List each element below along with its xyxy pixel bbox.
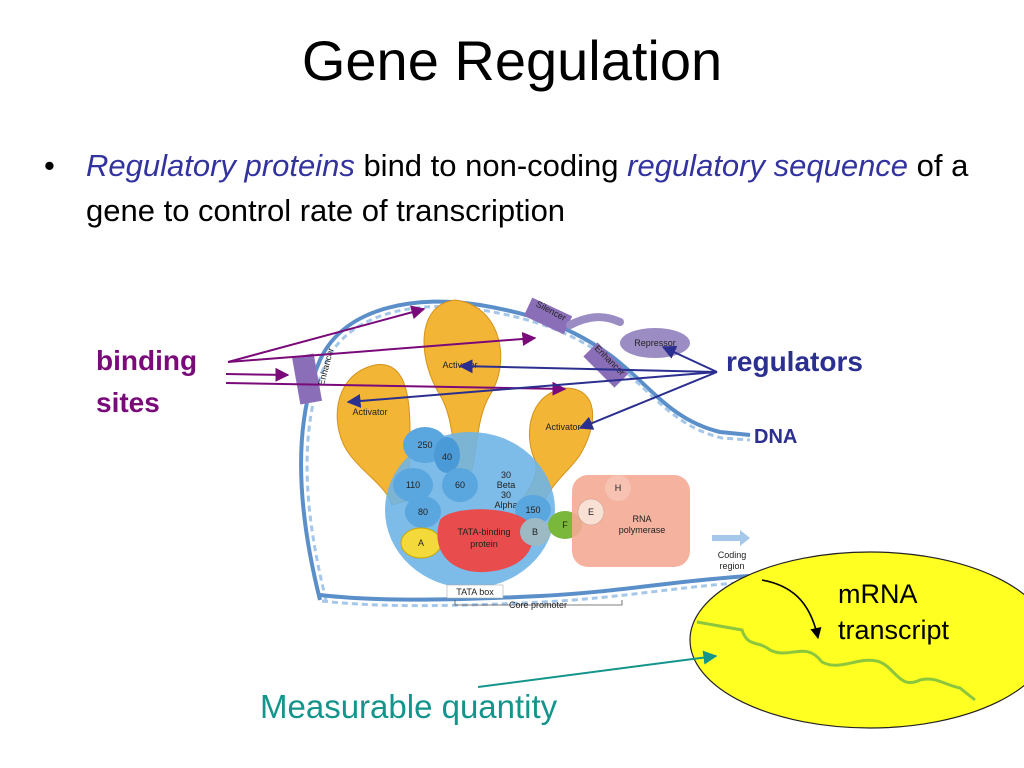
activator-right-label: Activator (545, 422, 580, 432)
factor-110 (393, 468, 433, 502)
factor-80-label: 80 (418, 507, 428, 517)
enhancer-right-region (583, 342, 629, 388)
binding-sites-line2: sites (96, 387, 160, 418)
factor-60-label: 60 (455, 480, 465, 490)
factor-40-label: 40 (442, 452, 452, 462)
bullet-text-end: of a gene to control rate of transcripti… (86, 148, 969, 228)
tata-box-region (446, 584, 504, 599)
factor-40 (434, 437, 460, 473)
factor-60 (442, 468, 478, 502)
slide-title: Gene Regulation (301, 29, 723, 92)
factor-a-label: A (418, 538, 424, 548)
repressor-label: Repressor (634, 338, 676, 348)
tata-box-label: TATA box (456, 587, 494, 597)
bullet-text: Regulatory proteins bind to non-coding r… (86, 143, 986, 233)
factor-250-label: 250 (417, 440, 432, 450)
activator-top-label: Activator (442, 360, 477, 370)
binding-sites-label: binding sites (96, 340, 197, 424)
repressor-link (566, 313, 624, 329)
core-promoter-label: Core promoter (509, 600, 567, 610)
factor-alpha-label: Alpha (494, 500, 517, 510)
factor-h-label: H (615, 483, 622, 493)
bullet-term-regulatory-proteins: Regulatory proteins (86, 148, 355, 183)
coding-region-label-line1: Coding (718, 550, 747, 560)
mrna-ellipse (689, 551, 1024, 729)
bullet-dot: • (44, 148, 55, 183)
regulators-label: regulators (726, 346, 863, 377)
bullet-term-regulatory-sequence: regulatory sequence (627, 148, 909, 183)
activator-left-label: Activator (352, 407, 387, 417)
regulator-arrows (346, 345, 718, 430)
factor-150-label: 150 (525, 505, 540, 515)
mrna-pointer-arrow (761, 579, 822, 640)
measurable-arrow (477, 650, 718, 688)
factor-b-label: B (532, 527, 538, 537)
factor-30-alpha-number: 30 (501, 490, 511, 500)
mrna-strand (696, 620, 976, 702)
binding-sites-line1: binding (96, 345, 198, 376)
factor-80 (405, 496, 441, 528)
factor-30-beta-number: 30 (501, 470, 511, 480)
core-promoter-bracket (454, 600, 623, 606)
measurable-quantity-label: Measurable quantity (260, 688, 558, 725)
factor-110-label: 110 (406, 480, 420, 490)
silencer-region (523, 297, 573, 335)
factor-b (520, 518, 550, 546)
rna-polymerase-label-line1: RNA (632, 514, 651, 524)
factor-h (605, 475, 631, 501)
factor-150 (515, 495, 551, 525)
binding-site-arrows (225, 305, 567, 396)
bullet-text-middle: bind to non-coding (354, 148, 628, 183)
dna-label: DNA (754, 426, 798, 448)
factor-e-label: E (588, 507, 594, 517)
coding-region-label-line2: region (719, 561, 744, 571)
enhancer-left-region (291, 353, 323, 405)
mrna-transcript-label: mRNA transcript (838, 576, 949, 648)
factor-f-label: F (562, 520, 568, 530)
mrna-label-line2: transcript (838, 615, 950, 645)
rna-polymerase (572, 475, 690, 567)
coding-region-arrow-icon (712, 530, 750, 546)
tata-binding-protein (437, 509, 533, 573)
rna-polymerase-label-line2: polymerase (619, 525, 666, 535)
tata-binding-label-line2: protein (470, 539, 498, 549)
factor-e (577, 498, 605, 526)
mrna-label-line1: mRNA (838, 579, 918, 609)
factor-beta-label: Beta (497, 480, 516, 490)
tata-binding-label-line1: TATA-binding (457, 527, 510, 537)
